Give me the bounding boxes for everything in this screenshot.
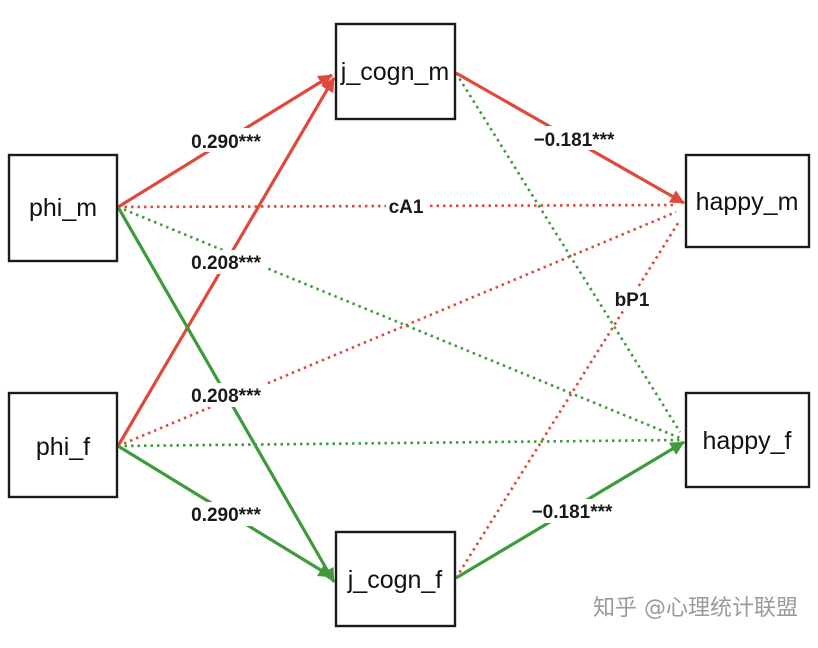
svg-text:bP1: bP1 — [615, 290, 650, 311]
edge-label-phi_f-jcogn_f: 0.290*** — [184, 502, 268, 526]
svg-text:happy_m: happy_m — [696, 188, 799, 216]
svg-text:phi_f: phi_f — [36, 433, 90, 461]
node-j_cogn_m: j_cogn_m — [334, 22, 457, 121]
svg-text:j_cogn_f: j_cogn_f — [347, 566, 443, 594]
node-happy_m: happy_m — [684, 153, 811, 249]
svg-text:0.208***: 0.208*** — [191, 253, 261, 274]
path-jcogn_m-to-happy_f — [454, 72, 682, 433]
svg-text:0.290***: 0.290*** — [191, 505, 261, 526]
svg-text:j_cogn_m: j_cogn_m — [340, 58, 449, 86]
svg-text:cA1: cA1 — [389, 197, 424, 218]
edge-label-phi_f-jcogn_m: 0.208*** — [184, 250, 268, 274]
edge-label-jcogn_f-happy_f: −0.181*** — [526, 499, 618, 523]
edge-label-cA1: cA1 — [386, 194, 426, 218]
svg-text:0.290***: 0.290*** — [191, 132, 261, 153]
svg-text:−0.181***: −0.181*** — [532, 502, 613, 523]
path-phi_m-to-happy_m — [117, 203, 677, 209]
svg-text:−0.181***: −0.181*** — [534, 130, 615, 151]
svg-text:phi_m: phi_m — [29, 194, 97, 222]
path-phi_f-to-happy_f — [117, 438, 681, 448]
edge-label-jcogn_m-happy_m: −0.181*** — [528, 126, 620, 151]
node-phi_f: phi_f — [7, 391, 119, 499]
node-j_cogn_f: j_cogn_f — [334, 530, 457, 628]
edge-label-phi_m-jcogn_f: 0.208*** — [184, 383, 268, 407]
svg-text:happy_f: happy_f — [703, 427, 792, 455]
watermark-text: 知乎 @心理统计联盟 — [593, 596, 798, 621]
node-happy_f: happy_f — [684, 391, 811, 489]
node-phi_m: phi_m — [7, 153, 119, 263]
svg-text:0.208***: 0.208*** — [191, 386, 261, 407]
edge-label-phi_m-jcogn_m: 0.290*** — [184, 128, 268, 153]
path-phi_f-to-happy_m — [117, 210, 677, 448]
path-jcogn_f-to-happy_m — [454, 219, 682, 579]
edge-label-bP1: bP1 — [611, 287, 653, 311]
